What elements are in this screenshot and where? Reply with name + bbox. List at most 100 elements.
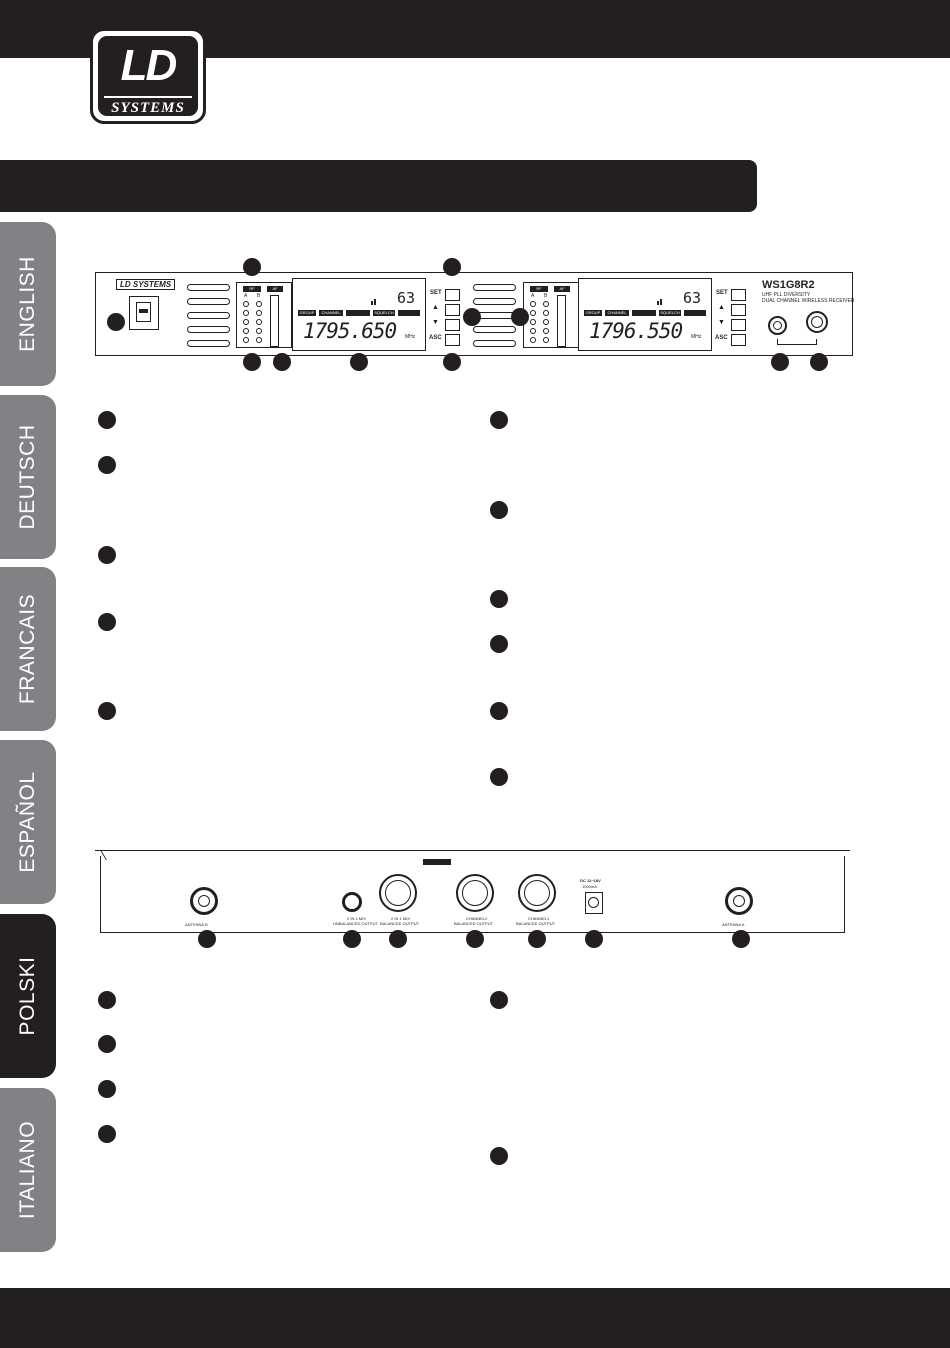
volume-knob[interactable] [806, 311, 828, 333]
down-label: ▼ [718, 319, 725, 326]
lcd-group-label: GROUP [584, 310, 602, 316]
ch1-down-button[interactable] [445, 319, 460, 331]
lcd-squelch-label: SQUELCH [373, 310, 395, 316]
list-bullet [98, 1125, 116, 1143]
ch1-balanced-label: CHANNEL1 [528, 916, 550, 921]
ld-systems-logo: LD SYSTEMS [90, 28, 206, 124]
headphone-bracket [777, 339, 817, 345]
ch1-asc-button[interactable] [445, 334, 460, 346]
lcd-blank-label [346, 310, 370, 316]
mix-balanced-sub: BALANCED OUTPUT [380, 921, 420, 926]
rf-b-label: B [544, 293, 548, 299]
callout-marker [463, 308, 481, 326]
up-label: ▲ [432, 304, 439, 311]
asc-label: ASC [429, 335, 442, 341]
vent-slot [473, 340, 516, 347]
lcd-channel-label: CHANNEL [605, 310, 629, 316]
callout-marker [511, 308, 529, 326]
ch2-up-button[interactable] [731, 304, 746, 316]
vent-slot [187, 312, 230, 319]
list-bullet [490, 991, 508, 1009]
lcd-blank-label [632, 310, 656, 316]
rf-a-label: A [531, 293, 535, 299]
tab-deutsch[interactable]: DEUTSCH [0, 395, 56, 559]
callout-marker [466, 930, 484, 948]
ch1-up-button[interactable] [445, 304, 460, 316]
vent-slot [187, 284, 230, 291]
tab-italiano[interactable]: ITALIANO [0, 1088, 56, 1252]
power-switch [129, 296, 159, 330]
model-name: WS1G8R2 [762, 279, 815, 291]
power-rating-label: DC 12~18V [580, 878, 601, 883]
lcd-blank-label [398, 310, 420, 316]
callout-marker [528, 930, 546, 948]
callout-marker [810, 353, 828, 371]
list-bullet [98, 1080, 116, 1098]
tab-polski-label: POLSKI [16, 956, 39, 1036]
rf-a-label: A [244, 293, 248, 299]
section-title-bar [0, 160, 757, 212]
af-label: AF [267, 286, 283, 292]
ch2-meter-block: RF AF A B [523, 282, 579, 348]
af-label: AF [554, 286, 570, 292]
dc-power-jack [585, 892, 603, 914]
set-label: SET [716, 290, 728, 296]
rf-b-label: B [257, 293, 261, 299]
vent-slot [187, 340, 230, 347]
ch1-meter-block: RF AF A B [236, 282, 292, 348]
mix-unbalanced-sub: UNBALANCED OUTPUT [333, 921, 378, 926]
callout-marker [343, 930, 361, 948]
headphone-jack [768, 316, 787, 335]
lcd-blank-label [684, 310, 706, 316]
logo-ld-text: LD [120, 41, 178, 90]
unbalanced-output-jack [342, 892, 362, 912]
list-bullet [98, 702, 116, 720]
set-label: SET [430, 290, 442, 296]
tab-francais[interactable]: FRANCAIS [0, 567, 56, 731]
ch2-xlr-output [456, 874, 494, 912]
footer-bar [0, 1288, 950, 1348]
tab-espanol[interactable]: ESPAÑOL [0, 740, 56, 904]
antenna-b-connector [190, 887, 218, 915]
list-bullet [490, 590, 508, 608]
callout-marker [771, 353, 789, 371]
vent-slot [473, 284, 516, 291]
ch1-set-button[interactable] [445, 289, 460, 301]
callout-marker [732, 930, 750, 948]
rear-panel-diagram: ANTENNA B 2 IN 1 MIX UNBALANCED OUTPUT 2… [92, 850, 850, 933]
lcd-channel-label: CHANNEL [319, 310, 343, 316]
asc-label: ASC [715, 335, 728, 341]
vent-slot [187, 298, 230, 305]
callout-marker [273, 353, 291, 371]
list-bullet [98, 613, 116, 631]
callout-marker [350, 353, 368, 371]
ch1-lcd-display: 63 GROUP CHANNEL SQUELCH 1795.650 MHz [292, 278, 426, 351]
tab-francais-label: FRANCAIS [16, 593, 39, 705]
panel-logo: LD SYSTEMS [116, 279, 176, 290]
list-bullet [490, 1147, 508, 1165]
ch2-mhz-unit: MHz [691, 334, 702, 340]
tab-english[interactable]: ENGLISH [0, 222, 56, 386]
ch2-channel-number: 63 [683, 289, 702, 307]
down-label: ▼ [432, 319, 439, 326]
ch1-channel-number: 63 [397, 289, 416, 307]
rf-label: RF [530, 286, 548, 292]
list-bullet [98, 456, 116, 474]
callout-marker [198, 930, 216, 948]
vent-slot [187, 326, 230, 333]
list-bullet [490, 702, 508, 720]
ch1-frequency: 1795.650 [303, 319, 397, 343]
ch1-balanced-sub: BALANCED OUTPUT [516, 921, 556, 926]
list-bullet [98, 546, 116, 564]
antenna-a-label: ANTENNA A [722, 922, 745, 927]
mix-xlr-output [379, 874, 417, 912]
tab-polski[interactable]: POLSKI [0, 914, 56, 1078]
rf-label: RF [243, 286, 261, 292]
vent-slot [473, 326, 516, 333]
ch2-set-button[interactable] [731, 289, 746, 301]
antenna-b-label: ANTENNA B [185, 922, 208, 927]
list-bullet [490, 411, 508, 429]
ch2-frequency: 1796.550 [589, 319, 683, 343]
ch2-asc-button[interactable] [731, 334, 746, 346]
ch2-down-button[interactable] [731, 319, 746, 331]
